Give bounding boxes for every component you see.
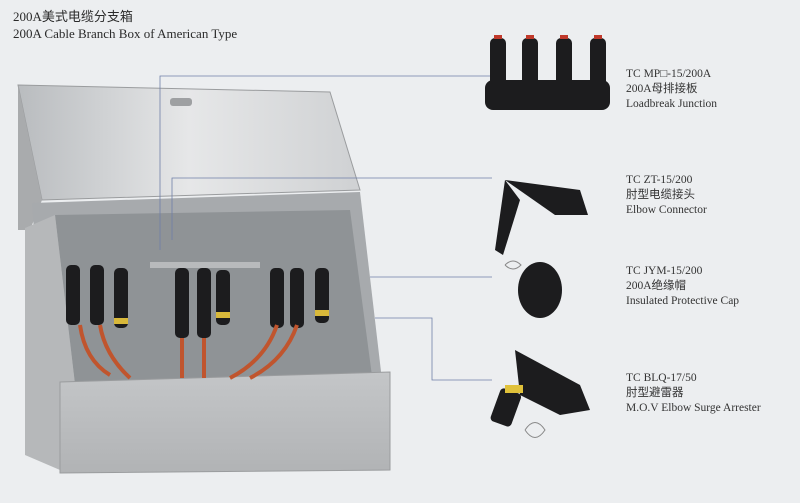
title-chinese: 200A美式电缆分支箱	[13, 9, 133, 24]
leader-lines	[159, 75, 492, 381]
model: TC ZT-15/200	[626, 174, 693, 186]
surge-arrester-image	[490, 350, 590, 438]
loadbreak-junction-image	[485, 35, 610, 110]
name-cn: 肘型电缆接头	[626, 189, 695, 201]
name-cn: 肘型避雷器	[626, 387, 684, 399]
name-en: Loadbreak Junction	[626, 98, 718, 110]
product-label-elbow-connector: TC ZT-15/200 肘型电缆接头 Elbow Connector	[626, 173, 707, 218]
name-en: Insulated Protective Cap	[626, 295, 740, 307]
product-label-surge-arrester: TC BLQ-17/50 肘型避雷器 M.O.V Elbow Surge Arr…	[626, 371, 761, 416]
title-english: 200A Cable Branch Box of American Type	[13, 26, 238, 41]
elbow-connector-image	[495, 180, 588, 255]
model: TC MP□-15/200A	[626, 68, 712, 80]
model: TC BLQ-17/50	[626, 372, 697, 384]
name-en: Elbow Connector	[626, 204, 707, 216]
insulated-cap-image	[504, 260, 562, 318]
cable-branch-box	[17, 84, 391, 474]
product-label-insulated-cap: TC JYM-15/200 200A绝缘帽 Insulated Protecti…	[626, 264, 739, 309]
name-cn: 200A绝缘帽	[626, 280, 687, 292]
product-label-loadbreak-junction: TC MP□-15/200A 200A母排接板 Loadbreak Juncti…	[626, 67, 717, 112]
model: TC JYM-15/200	[626, 265, 703, 277]
page-title: 200A美式电缆分支箱 200A Cable Branch Box of Ame…	[13, 8, 237, 42]
name-en: M.O.V Elbow Surge Arrester	[626, 402, 761, 414]
name-cn: 200A母排接板	[626, 83, 698, 95]
